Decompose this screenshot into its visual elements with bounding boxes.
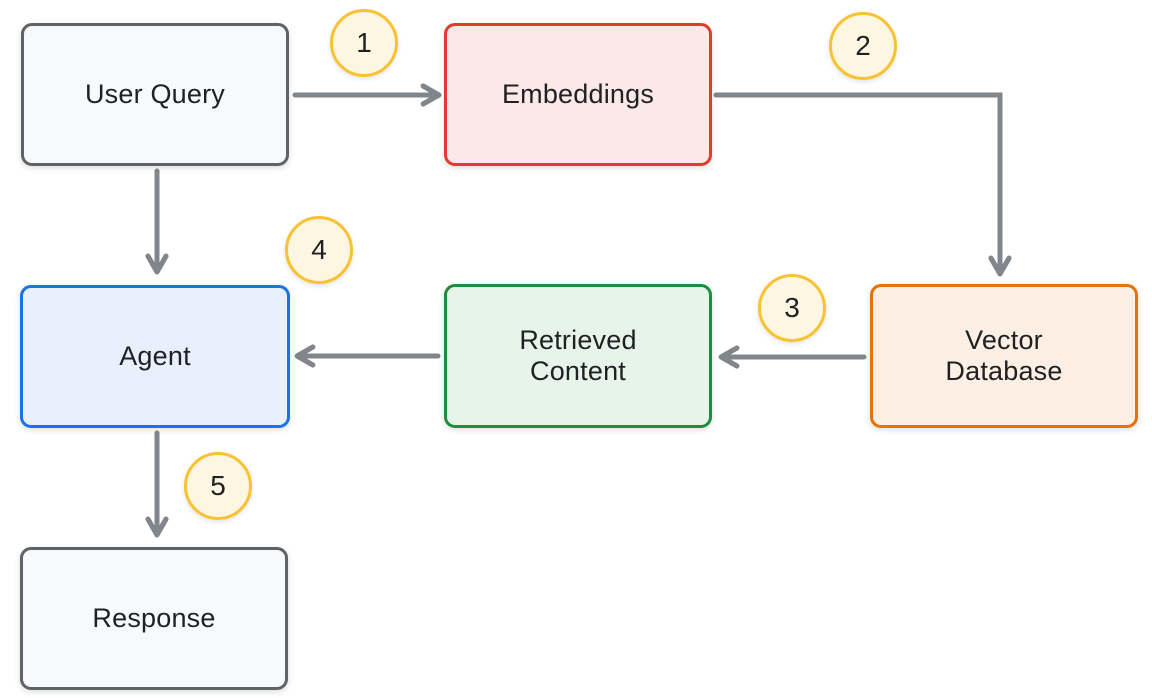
node-response: Response bbox=[20, 547, 288, 690]
arrow-embeddings-to-vector-database bbox=[713, 92, 1012, 277]
node-label: Retrieved Content bbox=[519, 324, 637, 386]
node-label: Vector Database bbox=[945, 324, 1063, 386]
step-badge-2: 2 bbox=[829, 12, 897, 80]
step-number: 5 bbox=[210, 470, 226, 501]
node-embeddings: Embeddings bbox=[444, 23, 712, 166]
step-badge-5: 5 bbox=[184, 452, 252, 520]
node-label: Response bbox=[92, 602, 216, 633]
step-badge-4: 4 bbox=[285, 216, 353, 284]
step-number: 4 bbox=[311, 234, 327, 265]
node-label: Embeddings bbox=[501, 78, 655, 109]
node-user-query: User Query bbox=[21, 23, 289, 166]
step-badge-1: 1 bbox=[330, 9, 398, 77]
node-label: User Query bbox=[84, 78, 226, 109]
node-retrieved-content: Retrieved Content bbox=[444, 284, 712, 428]
node-vector-database: Vector Database bbox=[870, 284, 1138, 428]
step-number: 2 bbox=[855, 30, 871, 61]
node-label: Agent bbox=[119, 340, 191, 371]
step-badge-3: 3 bbox=[758, 274, 826, 342]
step-number: 1 bbox=[356, 27, 372, 58]
step-number: 3 bbox=[784, 292, 800, 323]
node-agent: Agent bbox=[20, 285, 290, 428]
